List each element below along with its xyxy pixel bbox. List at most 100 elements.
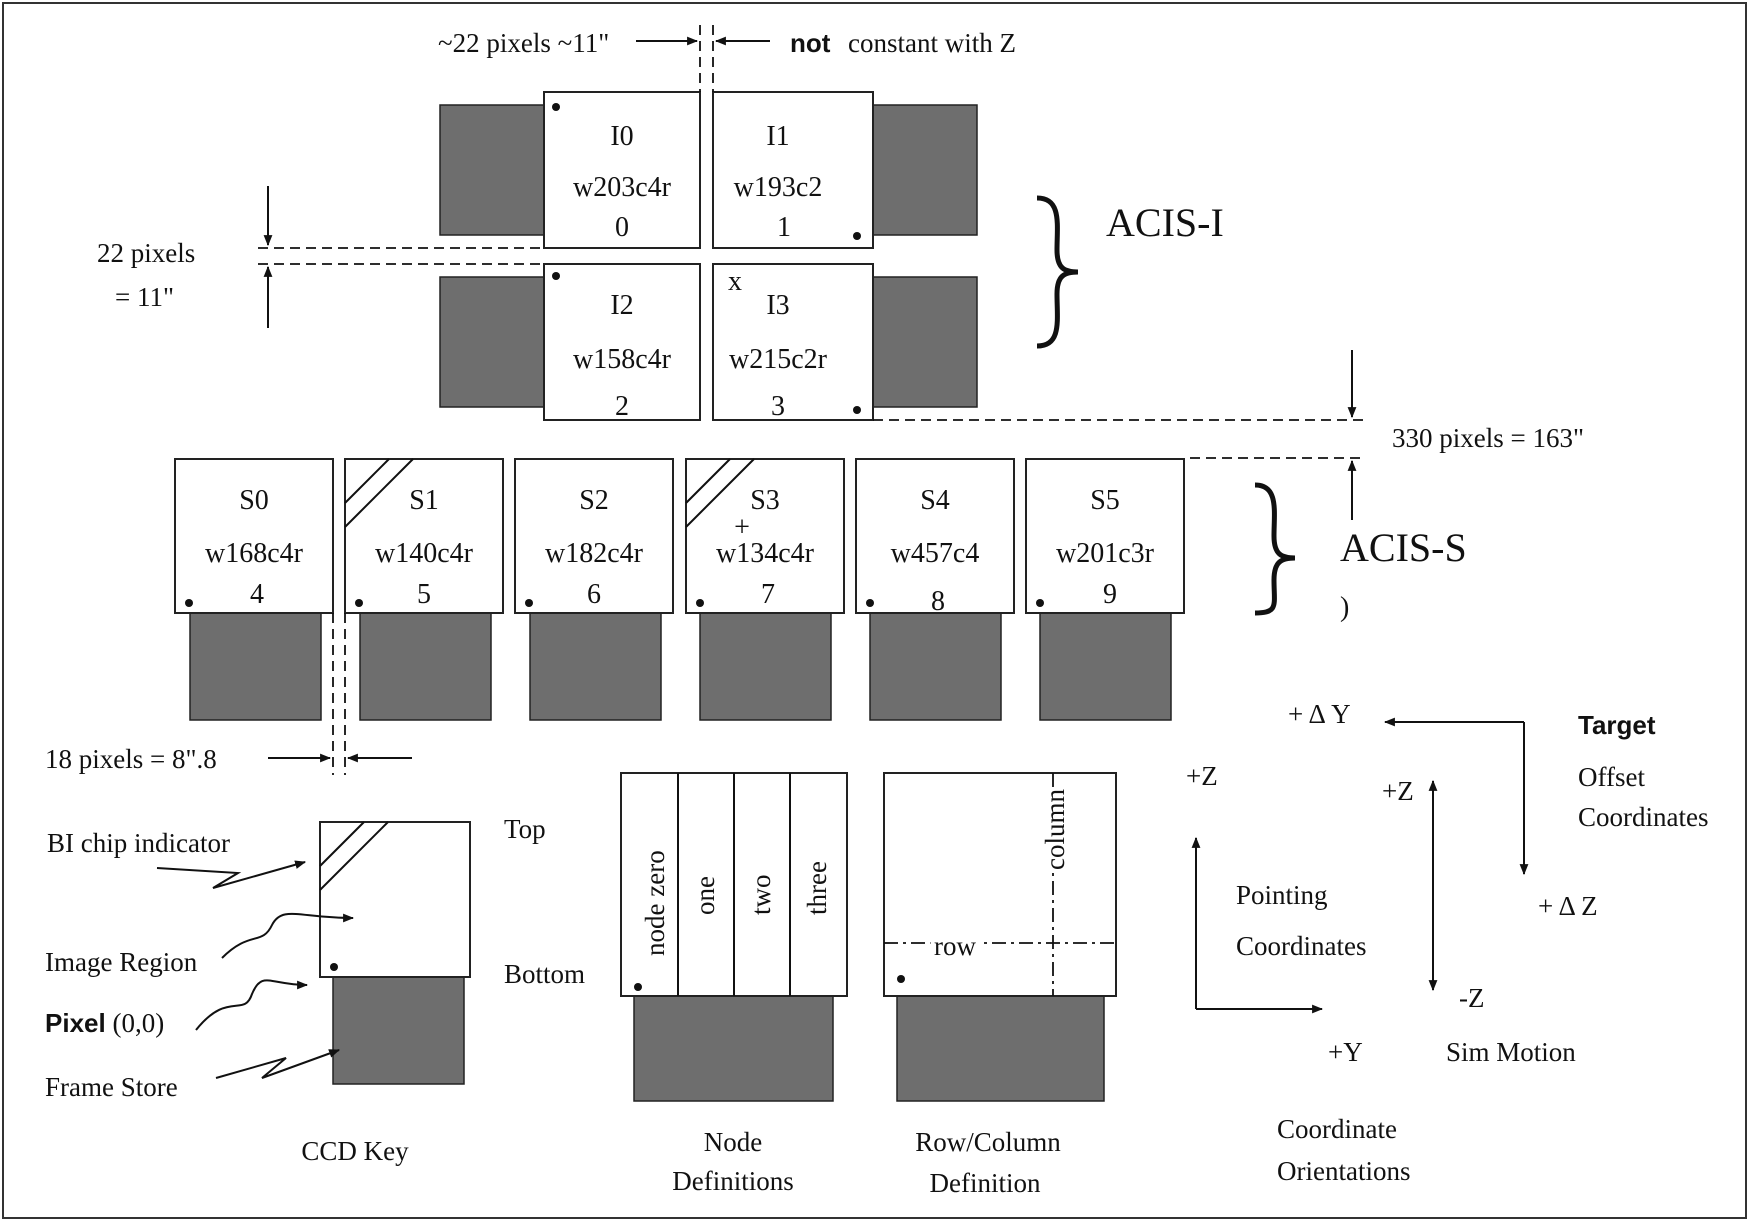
- node-label-one: one: [690, 876, 720, 915]
- s-gap-dimension: 18 pixels = 8".8: [45, 613, 412, 775]
- pixel-origin-dot: [853, 406, 861, 414]
- top-gap-label: ~22 pixels ~11": [438, 28, 609, 58]
- ccd-key: BI chip indicator Image Region Pixel (0,…: [45, 814, 585, 1166]
- target-label-2: Offset: [1578, 762, 1645, 792]
- chip-id: 4: [250, 579, 264, 610]
- pixel-origin-dot: [355, 599, 363, 607]
- chip-i3: x I3 w215c2r 3: [712, 263, 874, 422]
- coord-caption-1: Coordinate: [1277, 1114, 1397, 1144]
- chip-name: S0: [239, 485, 269, 516]
- pixel-origin-dot: [552, 272, 560, 280]
- frame-store-s1: [359, 611, 492, 721]
- chip-id: 0: [615, 212, 629, 243]
- pixel-origin-dot: [552, 103, 560, 111]
- chip-id: 5: [417, 579, 431, 610]
- bi-indicator-label: BI chip indicator: [47, 828, 230, 858]
- aimpoint-mark: +: [734, 512, 750, 543]
- pointing-label-1: Pointing: [1236, 880, 1328, 910]
- key-bi-line: [319, 821, 389, 891]
- rowcol-frame-store: [896, 994, 1105, 1102]
- node-label-three: three: [802, 861, 832, 915]
- pointing-label-2: Coordinates: [1236, 931, 1366, 961]
- chip-name: S4: [920, 485, 950, 516]
- stray-mark: ): [1340, 592, 1349, 623]
- right-gap-label: 330 pixels = 163": [1392, 423, 1584, 453]
- chip-s4: S4 w457c4 8: [855, 458, 1015, 617]
- chip-name: S3: [750, 485, 780, 516]
- bi-indicator-line: [344, 458, 414, 528]
- target-dy-label: + Δ Y: [1288, 699, 1351, 729]
- chip-name: I1: [766, 121, 789, 152]
- chip-serial: w201c3r: [1056, 538, 1155, 569]
- rowcol-caption-2: Definition: [930, 1168, 1041, 1198]
- frame-store-s0: [189, 611, 322, 721]
- chip-s1: S1 w140c4r 5: [344, 458, 504, 614]
- target-label-3: Coordinates: [1578, 802, 1708, 832]
- chip-id: 2: [615, 391, 629, 422]
- chip-name: I0: [610, 121, 633, 152]
- leader-image-region: [221, 912, 355, 959]
- chip-id: 1: [777, 212, 791, 243]
- row-label: row: [934, 931, 976, 961]
- acis-i-brace: [1036, 195, 1079, 349]
- pixel-origin-label: Pixel (0,0): [45, 1008, 164, 1038]
- coord-caption-2: Orientations: [1277, 1156, 1410, 1186]
- chip-serial: w134c4r: [716, 538, 815, 569]
- top-gap-rest: constant with Z: [848, 28, 1016, 58]
- node-caption-2: Definitions: [672, 1166, 794, 1196]
- chip-serial: w168c4r: [205, 538, 304, 569]
- pixel-origin-rest: (0,0): [106, 1008, 164, 1038]
- pointing-z-label: +Z: [1186, 761, 1218, 791]
- frame-store-i0: [439, 104, 545, 236]
- ccd-key-caption: CCD Key: [301, 1136, 409, 1166]
- chip-serial: w182c4r: [545, 538, 644, 569]
- chip-serial: w457c4: [891, 538, 980, 569]
- rowcol-pixel-dot: [897, 975, 905, 983]
- pointing-y-label: +Y: [1328, 1037, 1363, 1067]
- node-frame-store: [633, 994, 834, 1102]
- chip-name: I3: [766, 290, 789, 321]
- target-label-1: Target: [1578, 710, 1656, 740]
- sim-minus-z-label: -Z: [1459, 983, 1484, 1013]
- pixel-origin-bold: Pixel: [45, 1008, 106, 1038]
- chip-name: S1: [409, 485, 439, 516]
- chip-serial: w203c4r: [573, 172, 672, 203]
- frame-store-label: Frame Store: [45, 1072, 178, 1102]
- node-pixel-dot: [634, 983, 642, 991]
- pixel-origin-dot: [185, 599, 193, 607]
- node-label-zero: node zero: [640, 850, 670, 956]
- sim-motion-label: Sim Motion: [1446, 1037, 1576, 1067]
- chip-name: S2: [579, 485, 609, 516]
- top-gap-not: not: [790, 28, 831, 58]
- chip-id: 9: [1103, 579, 1117, 610]
- chip-s3: S3 + w134c4r 7: [685, 458, 845, 614]
- image-region-label: Image Region: [45, 947, 198, 977]
- node-definitions: node zero one two three Node Definitions: [620, 772, 848, 1196]
- key-chip: [319, 821, 471, 978]
- pixel-origin-dot: [1036, 599, 1044, 607]
- s-gap-label: 18 pixels = 8".8: [45, 744, 217, 774]
- chip-s2: S2 w182c4r 6: [514, 458, 674, 614]
- node-label-two: two: [746, 875, 776, 916]
- coordinate-orientations: +Z +Y Pointing Coordinates +Z -Z Sim Mot…: [1186, 699, 1708, 1186]
- left-gap-dimension: 22 pixels = 11": [97, 186, 544, 328]
- left-gap-label-1: 22 pixels: [97, 238, 195, 268]
- row-column-definition: row column Row/Column Definition: [883, 772, 1117, 1198]
- key-pixel-dot: [330, 963, 338, 971]
- left-gap-label-2: = 11": [115, 282, 174, 312]
- acis-s-brace: [1254, 482, 1296, 616]
- bi-indicator-line: [685, 458, 731, 504]
- top-gap-dimension: ~22 pixels ~11" not constant with Z: [438, 25, 1016, 92]
- frame-store-i1: [872, 104, 978, 236]
- acis-s-label: ACIS-S: [1340, 525, 1467, 570]
- node-caption-1: Node: [704, 1127, 762, 1157]
- key-frame-store: [332, 975, 465, 1085]
- pixel-origin-dot: [853, 232, 861, 240]
- frame-store-s5: [1039, 611, 1172, 721]
- rowcol-caption-1: Row/Column: [915, 1127, 1061, 1157]
- bottom-label: Bottom: [504, 959, 585, 989]
- chip-i2: I2 w158c4r 2: [543, 263, 701, 422]
- frame-store-s2: [529, 611, 662, 721]
- right-gap-dimension: 330 pixels = 163": [873, 350, 1584, 520]
